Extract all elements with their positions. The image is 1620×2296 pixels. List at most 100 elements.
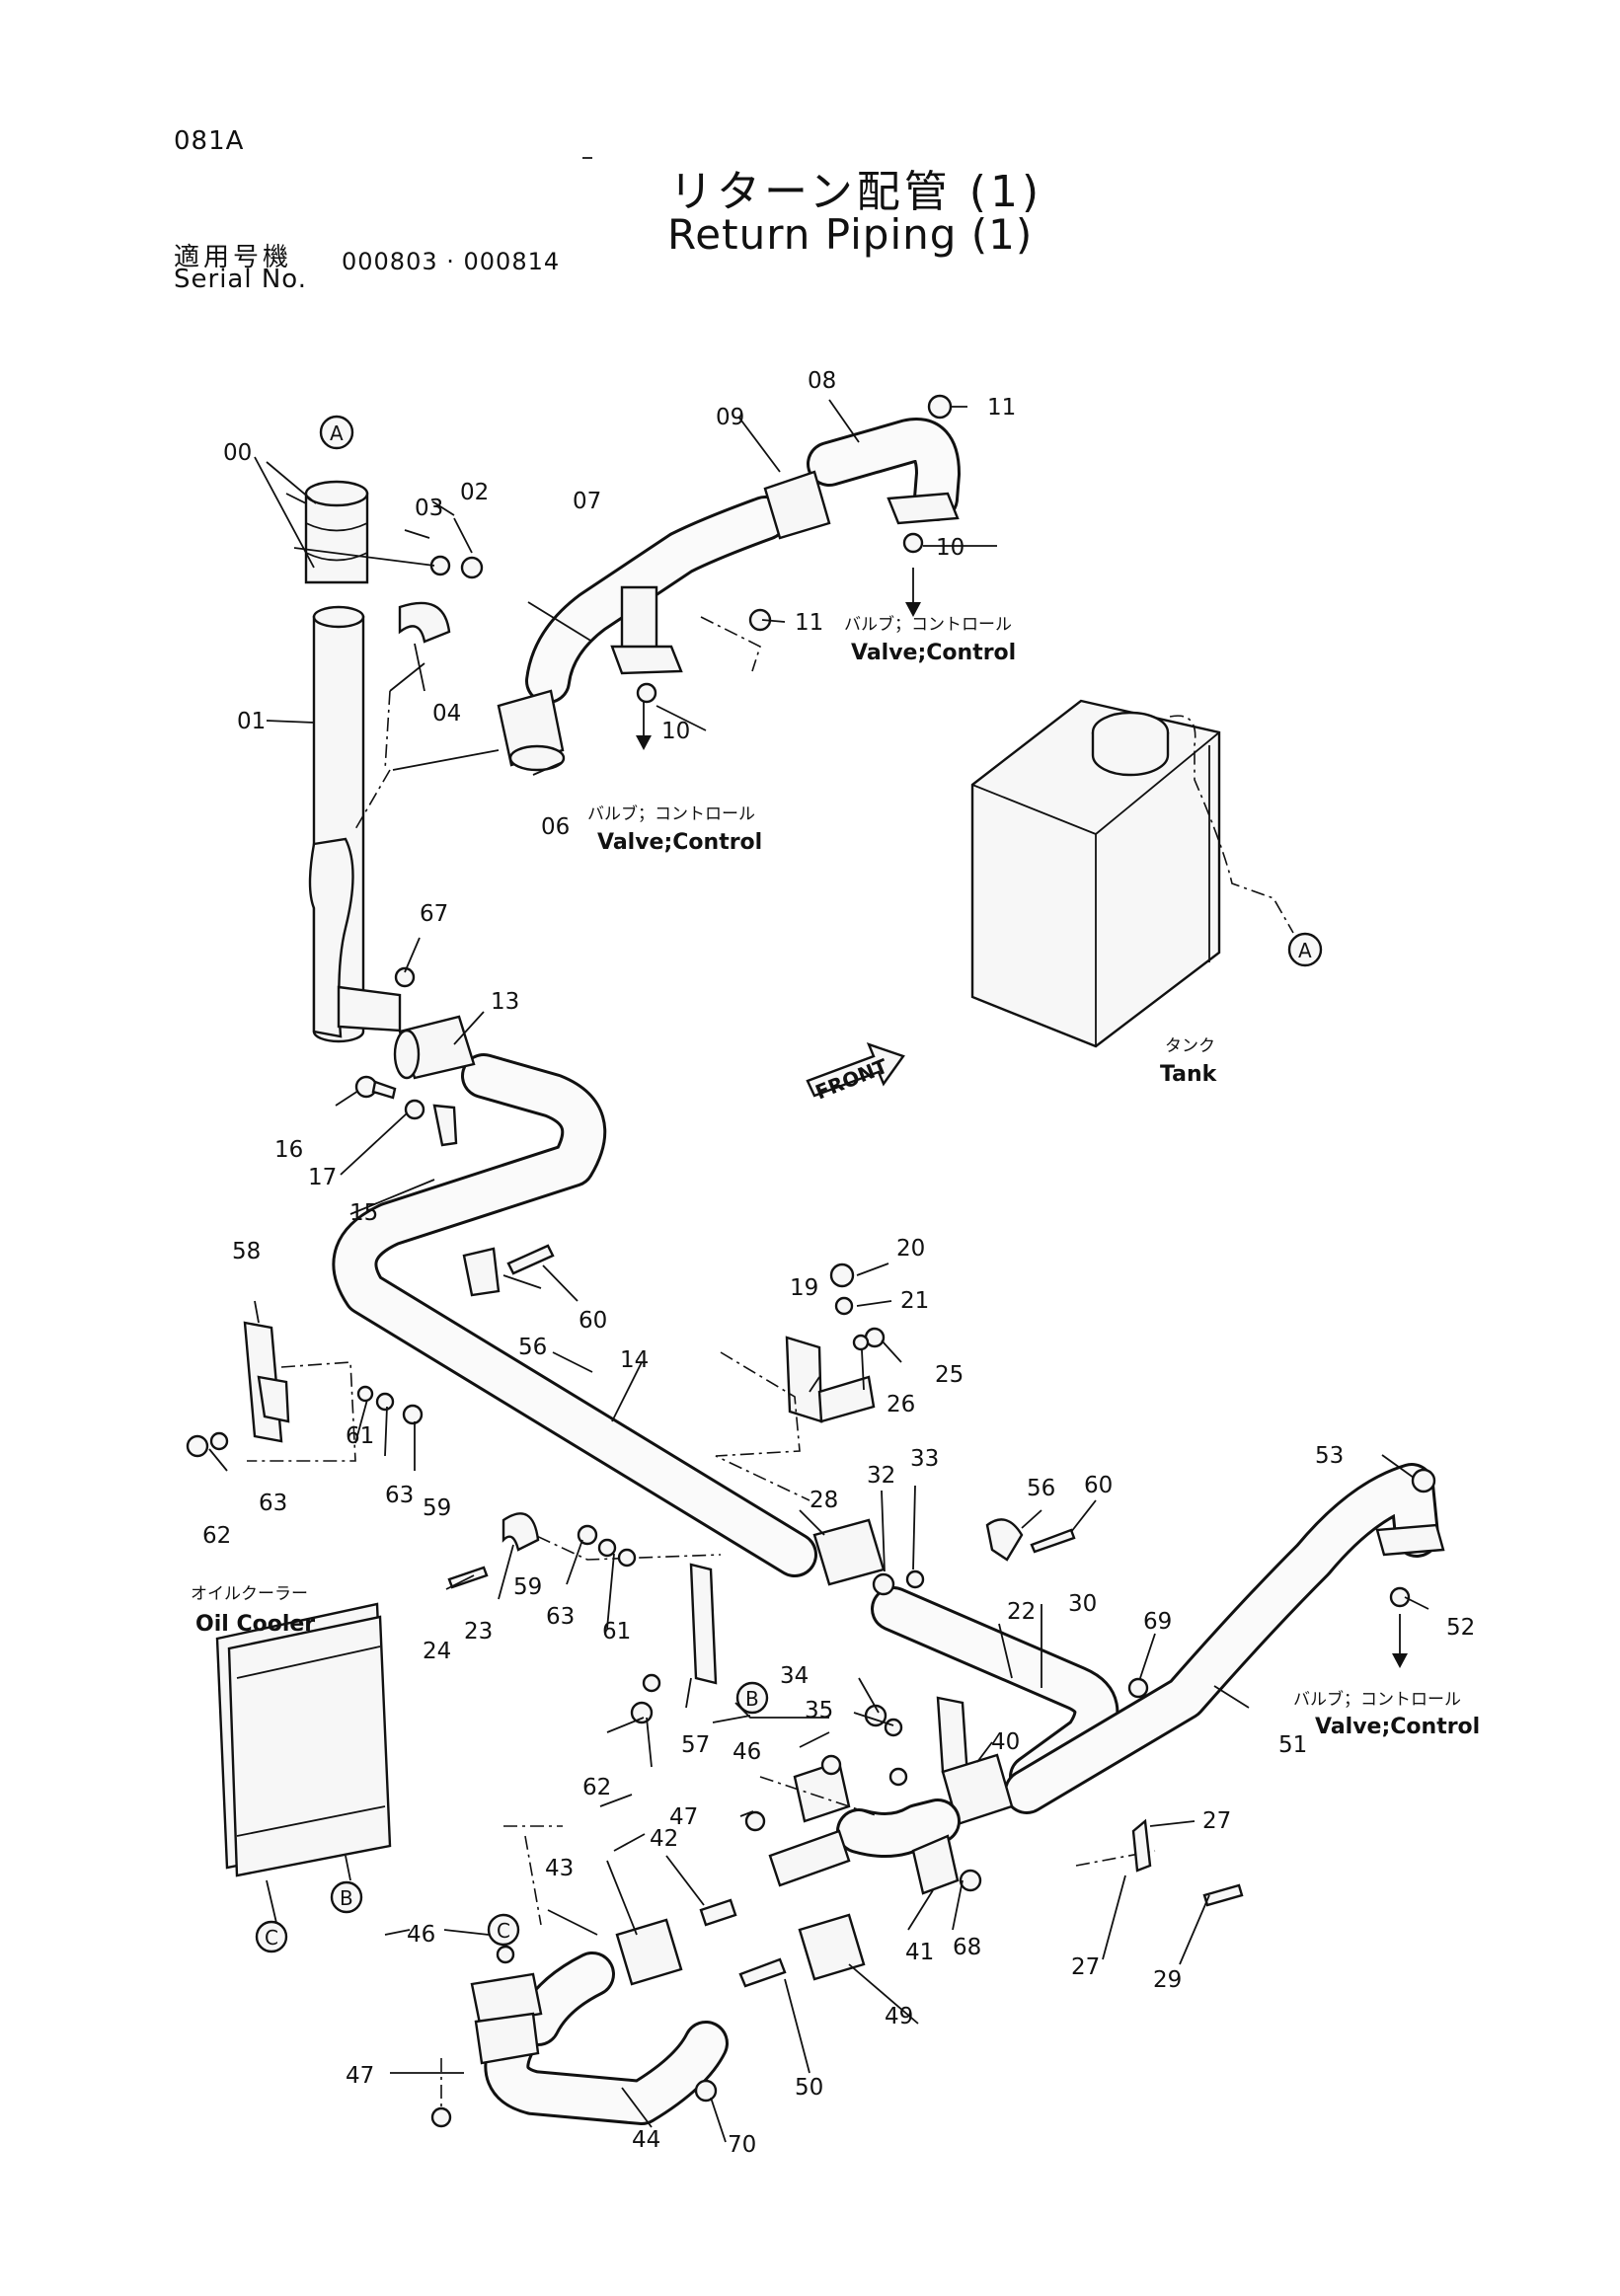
bracket-19 <box>785 1336 876 1423</box>
page-code: 081A <box>174 126 245 156</box>
callout-10-upper: 10 <box>936 535 964 561</box>
callout-17: 17 <box>308 1165 337 1190</box>
rubber-hose-28 <box>812 1518 886 1586</box>
callout-40: 40 <box>991 1729 1020 1755</box>
callout-69: 69 <box>1143 1609 1172 1635</box>
serial-label-en: Serial No. <box>174 265 307 294</box>
callout-32: 32 <box>867 1463 895 1489</box>
callout-28: 28 <box>810 1488 838 1513</box>
callout-41: 41 <box>905 1940 934 1965</box>
callout-62-lower: 62 <box>582 1775 611 1800</box>
valve-caption-ja-2: バルブ；コントロール <box>587 804 755 824</box>
ref-c-cooler: C <box>265 1926 278 1950</box>
callout-44: 44 <box>632 2127 660 2153</box>
callout-59-mid: 59 <box>513 1574 542 1600</box>
return-pipe-41 <box>768 1760 961 1895</box>
callout-59-left: 59 <box>423 1495 451 1521</box>
callout-14: 14 <box>620 1347 649 1373</box>
callout-43: 43 <box>545 1856 574 1881</box>
cooler-caption-en: Oil Cooler <box>195 1612 315 1637</box>
leader-lines <box>247 157 1156 1867</box>
callout-42: 42 <box>650 1826 678 1852</box>
valve-caption-en-3: Valve;Control <box>1315 1715 1480 1739</box>
valve-caption-ja-1: バルブ；コントロール <box>844 614 1012 635</box>
bracket-58 <box>243 1321 290 1443</box>
page-title-ja: リターン配管 (1) <box>669 167 1043 217</box>
callout-leaders <box>208 399 1429 2143</box>
callout-19: 19 <box>790 1275 818 1301</box>
callout-16: 16 <box>274 1137 303 1163</box>
bracket-57 <box>689 1563 718 1685</box>
front-label: FRONT <box>812 1054 891 1105</box>
ref-b-cooler: B <box>340 1886 353 1910</box>
callout-63-left: 63 <box>259 1491 287 1516</box>
callout-21: 21 <box>900 1288 929 1314</box>
callout-56-left: 56 <box>518 1335 547 1360</box>
callout-22: 22 <box>1007 1599 1036 1625</box>
callout-68: 68 <box>953 1935 981 1960</box>
callout-63-right: 63 <box>385 1483 414 1508</box>
ref-c-port: C <box>497 1919 510 1943</box>
valve-arrows <box>636 532 1411 1668</box>
callout-04: 04 <box>432 701 461 727</box>
page-title-en: Return Piping (1) <box>667 210 1034 259</box>
callout-26: 26 <box>887 1392 915 1417</box>
fasteners <box>186 394 1436 2128</box>
callout-25: 25 <box>935 1362 964 1388</box>
callout-08: 08 <box>808 368 836 394</box>
callout-06: 06 <box>541 814 570 840</box>
rubber-hose-06 <box>497 689 566 772</box>
return-pipe-08 <box>807 418 961 525</box>
return-pipe-01 <box>308 605 402 1043</box>
callout-15: 15 <box>349 1200 378 1226</box>
ref-b-port: B <box>745 1687 759 1711</box>
serial-range: 000803 · 000814 <box>342 248 561 275</box>
callout-70: 70 <box>728 2132 756 2158</box>
callout-09: 09 <box>716 405 744 430</box>
callout-53: 53 <box>1315 1443 1344 1469</box>
cooler-caption-ja: オイルクーラー <box>191 1584 308 1604</box>
rubber-hose-09 <box>763 470 831 540</box>
callout-34: 34 <box>780 1663 809 1689</box>
callout-13: 13 <box>491 989 519 1015</box>
return-pipe-51 <box>1004 1463 1445 1814</box>
ref-a-top: A <box>330 421 344 445</box>
ref-a-tank: A <box>1298 939 1312 962</box>
rubber-hose-13 <box>393 1015 476 1080</box>
callout-46-lower: 46 <box>407 1922 435 1948</box>
callout-49: 49 <box>885 2004 913 2029</box>
tank-caption-ja: タンク <box>1165 1036 1215 1056</box>
callout-01: 01 <box>237 709 266 734</box>
callout-29: 29 <box>1153 1967 1182 1993</box>
oil-cooler <box>215 1602 392 1877</box>
callout-60-upper: 60 <box>579 1308 607 1334</box>
return-pipe-07 <box>525 496 788 704</box>
callout-27-upper: 27 <box>1202 1808 1231 1834</box>
callout-30: 30 <box>1068 1591 1097 1617</box>
callout-10-lower: 10 <box>661 719 690 744</box>
rubber-hose-00 <box>304 480 369 584</box>
callout-00: 00 <box>223 440 252 466</box>
callout-51: 51 <box>1278 1732 1307 1758</box>
callout-61-left: 61 <box>346 1423 374 1449</box>
callout-56-right: 56 <box>1027 1476 1055 1501</box>
valve-caption-en-2: Valve;Control <box>597 830 762 855</box>
callout-63-mid: 63 <box>546 1604 575 1630</box>
callout-52: 52 <box>1446 1615 1475 1641</box>
valve-caption-en-1: Valve;Control <box>851 641 1016 665</box>
callout-47-upper: 47 <box>669 1804 698 1830</box>
valve-caption-ja-3: バルブ；コントロール <box>1293 1689 1461 1710</box>
callout-03: 03 <box>415 496 443 521</box>
callout-62-left: 62 <box>202 1523 231 1549</box>
callout-50: 50 <box>795 2075 823 2101</box>
callout-33: 33 <box>910 1446 939 1472</box>
return-pipe-14 <box>332 1053 817 1577</box>
callout-27-lower: 27 <box>1071 1954 1100 1980</box>
return-pipe-44 <box>470 1952 729 2125</box>
callout-46-upper: 46 <box>733 1739 761 1765</box>
callout-11-lower: 11 <box>795 610 823 636</box>
callout-02: 02 <box>460 480 489 505</box>
callout-20: 20 <box>896 1236 925 1262</box>
rubber-hose-49 <box>798 1913 866 1981</box>
